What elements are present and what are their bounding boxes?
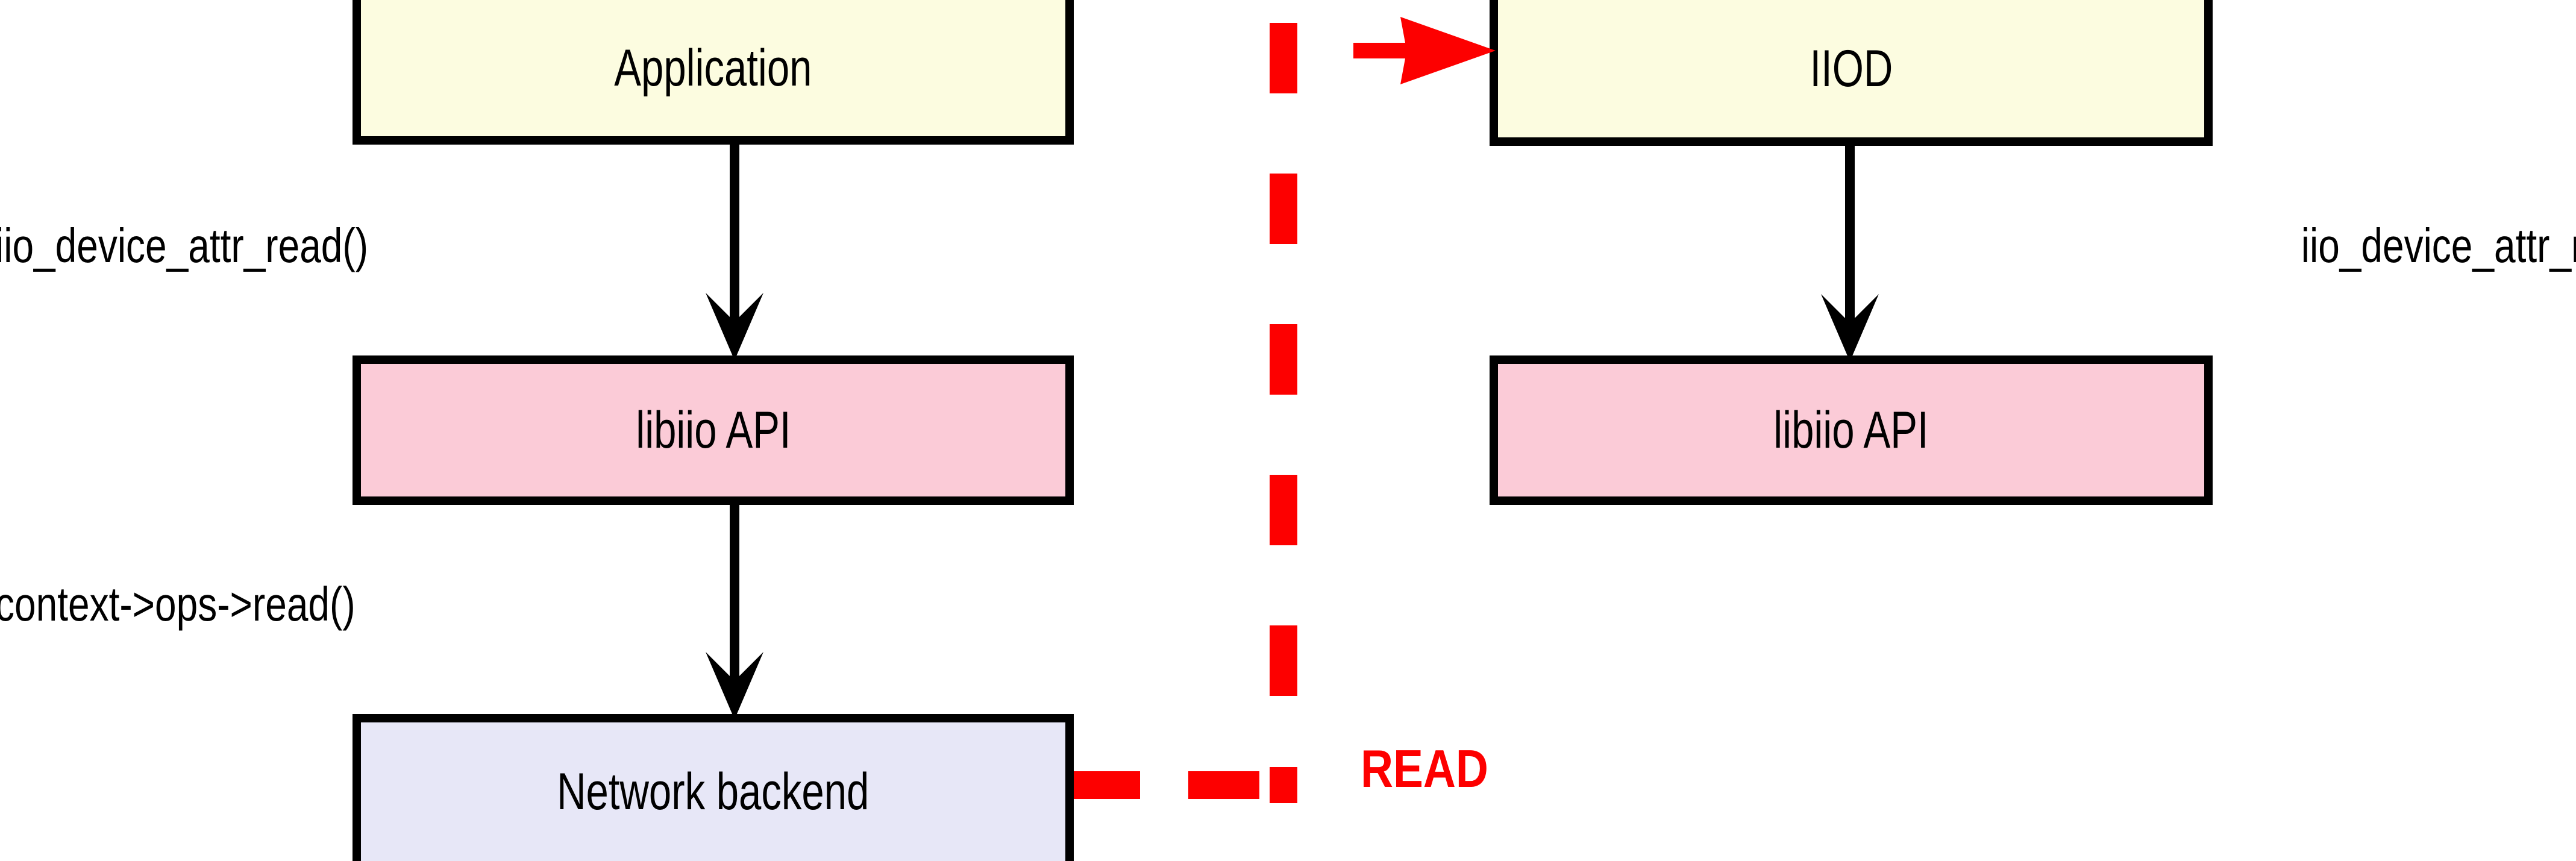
network-link-label-read: READ: [1361, 739, 1488, 798]
node-application-label: Application: [614, 39, 812, 97]
network-link-divider: [1270, 23, 1297, 838]
arrow-iiod-to-libiio-api: [1821, 143, 1879, 362]
node-iiod: IIOD: [1490, 0, 2213, 146]
node-libiio-api-client-label: libiio API: [635, 401, 791, 459]
read-request-arrow-icon: [1353, 17, 1496, 84]
node-application: Application: [353, 0, 1074, 145]
node-network-backend-label: Network backend: [557, 763, 870, 821]
node-network-backend: Network backend: [353, 714, 1074, 861]
arrow-libiio-to-network-backend: [706, 503, 763, 719]
arrow-application-to-libiio: [706, 142, 763, 360]
edge-label-server-upper: iio_device_attr_read(): [2301, 219, 2576, 272]
node-iiod-label: IIOD: [1810, 40, 1893, 98]
network-link-horizontal-dashes: [1074, 771, 1273, 799]
node-libiio-api-server-label: libiio API: [1773, 401, 1929, 459]
node-libiio-api-server: libiio API: [1490, 355, 2213, 505]
edge-label-client-upper: iio_device_attr_read(): [0, 219, 368, 272]
edge-label-client-lower: context->ops->read(): [0, 577, 356, 631]
node-libiio-api-client: libiio API: [353, 355, 1074, 505]
